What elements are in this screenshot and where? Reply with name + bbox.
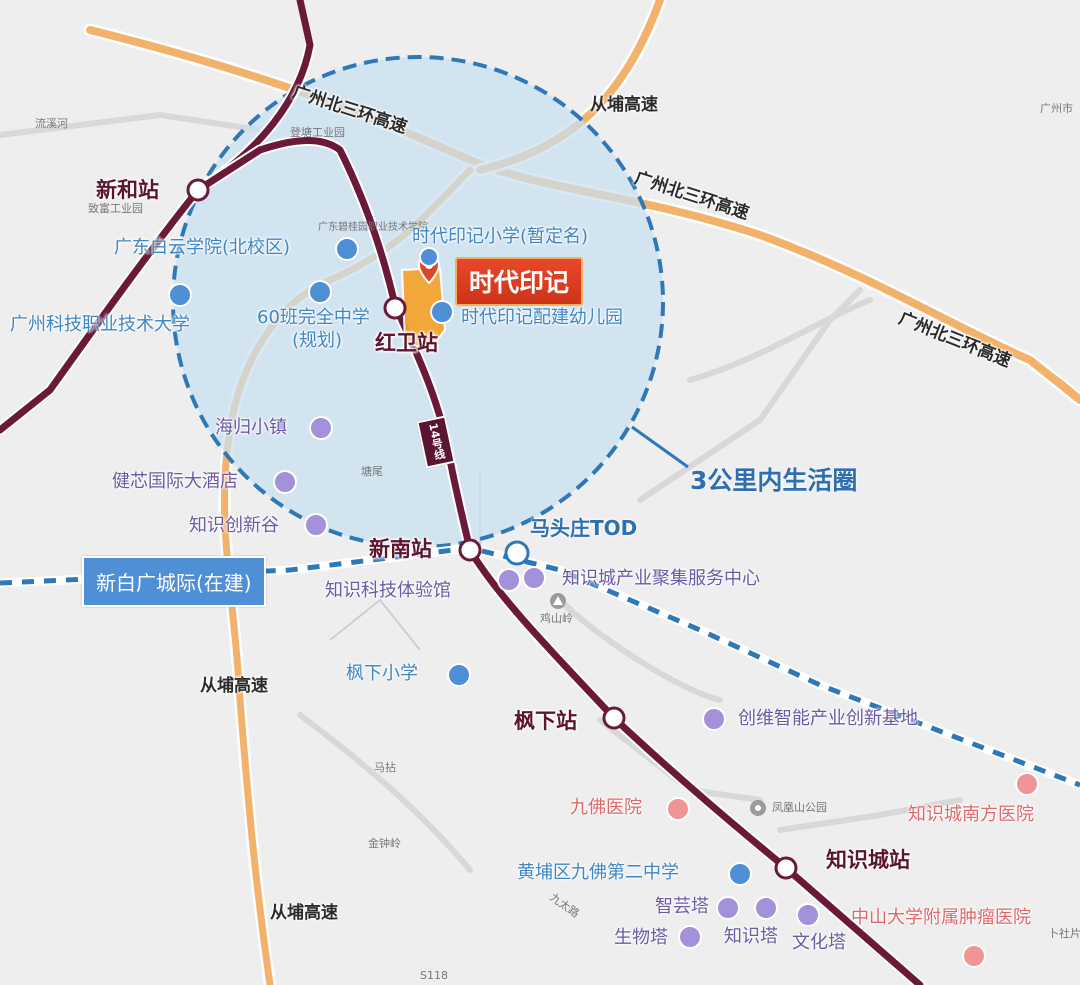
school-label[interactable]: 时代印记配建幼儿园 — [461, 307, 623, 328]
school-label[interactable]: 广州科技职业技术大学 — [10, 314, 190, 335]
hospital-label[interactable]: 九佛医院 — [570, 797, 642, 818]
station-label-xinnan[interactable]: 新南站 — [369, 537, 432, 561]
facility-marker[interactable] — [796, 903, 820, 927]
facility-label[interactable]: 知识塔 — [724, 926, 778, 947]
school-label[interactable]: 广东白云学院(北校区) — [114, 237, 291, 258]
hospital-label[interactable]: 中山大学附属肿瘤医院 — [851, 907, 1031, 928]
intercity-rail-label[interactable]: 新白广城际(在建) — [82, 556, 266, 607]
facility-label[interactable]: 智芸塔 — [655, 896, 709, 917]
hospital-label[interactable]: 知识城南方医院 — [908, 804, 1034, 825]
place-label: 塘尾 — [361, 465, 383, 478]
place-label: 流溪河 — [35, 117, 68, 130]
facility-marker[interactable] — [273, 470, 297, 494]
hospital-marker[interactable] — [666, 797, 690, 821]
place-label: 广东碧桂园职业技术学院 — [318, 222, 428, 233]
facility-label[interactable]: 知识科技体验馆 — [325, 580, 451, 601]
facility-marker[interactable] — [304, 513, 328, 537]
place-label: 金钟岭 — [368, 837, 401, 850]
place-label: 致富工业园 — [88, 202, 143, 215]
facility-label[interactable]: 知识城产业聚集服务中心 — [562, 568, 760, 589]
school-marker[interactable] — [447, 663, 471, 687]
place-label: 凤凰山公园 — [772, 801, 827, 814]
facility-marker[interactable] — [702, 707, 726, 731]
facility-label[interactable]: 健芯国际大酒店 — [112, 471, 238, 492]
school-marker[interactable] — [419, 247, 439, 267]
place-label: 鸡山岭 — [540, 612, 573, 625]
school-label[interactable]: 枫下小学 — [346, 663, 418, 684]
school-marker[interactable] — [728, 862, 752, 886]
facility-label[interactable]: 海归小镇 — [215, 417, 287, 438]
place-label: S118 — [420, 969, 448, 982]
facility-marker[interactable] — [522, 566, 546, 590]
school-label[interactable]: 60班完全中学 — [257, 307, 370, 328]
facility-marker[interactable] — [716, 896, 740, 920]
place-label: 登塘工业园 — [290, 126, 345, 139]
station-label-zhishicheng[interactable]: 知识城站 — [826, 848, 910, 872]
facility-label[interactable]: 创维智能产业创新基地 — [738, 708, 918, 729]
station-label-xinhe[interactable]: 新和站 — [96, 178, 159, 202]
facility-marker[interactable] — [678, 925, 702, 949]
hospital-marker[interactable] — [962, 944, 986, 968]
place-label: 广州市 — [1040, 102, 1073, 115]
facility-marker[interactable] — [309, 416, 333, 440]
school-marker[interactable] — [168, 283, 192, 307]
school-label[interactable]: 时代印记小学(暂定名) — [412, 226, 589, 247]
facility-label[interactable]: 文化塔 — [792, 932, 846, 953]
facility-label[interactable]: 知识创新谷 — [189, 515, 279, 536]
school-marker[interactable] — [308, 280, 332, 304]
hospital-marker[interactable] — [1015, 772, 1039, 796]
project-label[interactable]: 时代印记 — [455, 257, 584, 306]
station-label-hongwei[interactable]: 红卫站 — [375, 331, 438, 355]
facility-label[interactable]: 生物塔 — [614, 927, 668, 948]
life-circle-label: 3公里内生活圈 — [690, 466, 858, 495]
school-marker[interactable] — [335, 237, 359, 261]
facility-marker[interactable] — [497, 568, 521, 592]
place-label: 卜社片 — [1048, 927, 1080, 940]
school-label-note: (规划) — [292, 330, 343, 351]
tod-label[interactable]: 马头庄TOD — [530, 516, 638, 540]
road-label-congpu-2: 从埔高速 — [200, 676, 268, 696]
station-label-fengxia[interactable]: 枫下站 — [514, 709, 577, 733]
school-marker[interactable] — [430, 300, 454, 324]
school-label[interactable]: 黄埔区九佛第二中学 — [517, 862, 679, 883]
road-label-congpu-3: 从埔高速 — [270, 903, 338, 923]
place-label: 马拈 — [374, 761, 396, 774]
facility-marker[interactable] — [754, 896, 778, 920]
road-label-congpu-1: 从埔高速 — [590, 95, 658, 115]
